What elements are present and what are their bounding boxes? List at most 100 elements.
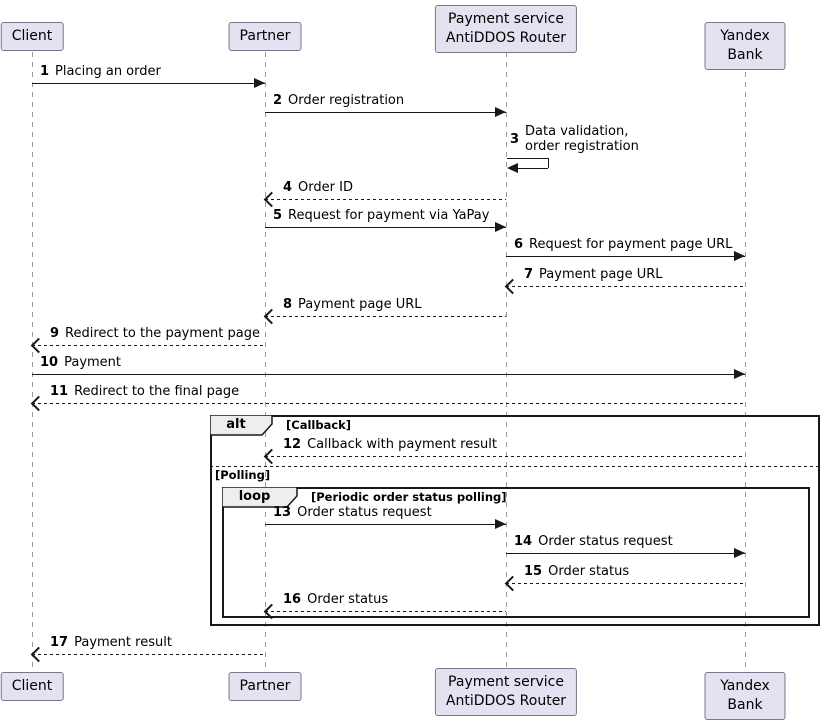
message-3-line-top	[507, 158, 548, 159]
arrowhead-right-icon	[734, 369, 745, 379]
message-number: 10	[40, 355, 59, 370]
message-text: Request for payment via YaPay	[288, 208, 490, 223]
arrowhead-left-icon	[263, 191, 280, 208]
message-15-label: 15 Order status	[524, 564, 629, 579]
message-text: Payment result	[74, 635, 172, 650]
lifeline-payment	[506, 52, 507, 672]
message-text: Payment	[64, 355, 122, 370]
participant-client-top: Client	[0, 22, 64, 51]
arrowhead-left-icon	[504, 278, 521, 295]
message-2-line	[265, 112, 506, 113]
message-5-label: 5 Request for payment via YaPay	[273, 208, 489, 223]
lifeline-client	[32, 52, 33, 672]
message-number: 4	[283, 180, 293, 195]
arrowhead-right-icon	[254, 78, 265, 88]
message-text: Request for payment page URL	[529, 237, 733, 252]
message-6-line	[506, 256, 745, 257]
frame-alt-label: alt	[226, 417, 246, 432]
message-12-label: 12 Callback with payment result	[283, 437, 497, 452]
message-9-label: 9 Redirect to the payment page	[50, 326, 260, 341]
message-text: Redirect to the final page	[74, 384, 240, 399]
message-7-line	[506, 286, 745, 287]
message-text: Order status	[307, 592, 389, 607]
message-14-label: 14 Order status request	[514, 534, 673, 549]
message-text: Order registration	[288, 93, 405, 108]
message-4-label: 4 Order ID	[283, 180, 353, 195]
message-text: Order status	[548, 564, 630, 579]
message-text: Callback with payment result	[307, 437, 497, 452]
message-number: 17	[50, 635, 69, 650]
message-text: Order status request	[538, 534, 673, 549]
message-11-line	[32, 403, 745, 404]
participant-client-bottom: Client	[0, 672, 64, 701]
alt-divider-label: [Polling]	[215, 468, 271, 482]
message-10-line	[32, 374, 745, 375]
message-1-line	[32, 83, 265, 84]
message-number: 1	[40, 64, 50, 79]
message-17-label: 17 Payment result	[50, 635, 172, 650]
arrowhead-right-icon	[495, 222, 506, 232]
participant-payment-bottom: Payment service AntiDDOS Router	[434, 668, 578, 716]
message-3-label: 3 Data validation, order registration	[510, 124, 639, 154]
message-4-line	[265, 199, 506, 200]
message-14-line	[506, 553, 745, 554]
message-text: Order status request	[297, 505, 432, 520]
arrowhead-right-icon	[734, 251, 745, 261]
message-number: 8	[283, 297, 293, 312]
message-number: 11	[50, 384, 69, 399]
alt-divider-line	[210, 466, 820, 467]
frame-alt-condition: [Callback]	[286, 418, 352, 432]
message-number: 15	[524, 564, 543, 579]
arrowhead-left-icon	[30, 646, 47, 663]
message-number: 6	[514, 237, 524, 252]
message-7-label: 7 Payment page URL	[524, 267, 662, 282]
frame-alt-tab	[209, 414, 273, 440]
message-13-label: 13 Order status request	[273, 505, 432, 520]
arrowhead-right-icon	[495, 519, 506, 529]
participant-payment-top: Payment service AntiDDOS Router	[434, 5, 578, 53]
message-number: 9	[50, 326, 60, 341]
message-16-line	[265, 611, 506, 612]
participant-yandex-bottom: Yandex Bank	[704, 672, 786, 720]
message-text: Order ID	[298, 180, 353, 195]
arrowhead-left-icon	[263, 308, 280, 325]
message-number: 16	[283, 592, 302, 607]
message-9-line	[32, 345, 265, 346]
message-number: 14	[514, 534, 533, 549]
arrowhead-right-icon	[734, 548, 745, 558]
message-3-line-right	[548, 158, 549, 168]
message-number: 5	[273, 208, 283, 223]
message-13-line	[265, 524, 506, 525]
arrowhead-left-icon	[30, 395, 47, 412]
arrowhead-left-icon	[30, 337, 47, 354]
frame-loop-tab	[221, 486, 298, 512]
arrowhead-right-icon	[495, 107, 506, 117]
message-text: Redirect to the payment page	[65, 326, 260, 341]
message-12-line	[265, 456, 745, 457]
arrowhead-left-icon	[507, 163, 518, 173]
message-number: 13	[273, 505, 292, 520]
message-number: 7	[524, 267, 534, 282]
frame-loop	[222, 487, 810, 618]
frame-loop-label: loop	[238, 489, 271, 504]
message-text: Placing an order	[55, 64, 161, 79]
message-10-label: 10 Payment	[40, 355, 121, 370]
frame-loop-condition: [Periodic order status polling]	[311, 490, 507, 504]
lifeline-partner	[265, 52, 266, 672]
message-1-label: 1 Placing an order	[40, 64, 161, 79]
message-8-label: 8 Payment page URL	[283, 297, 421, 312]
message-text: Data validation, order registration	[525, 124, 639, 154]
message-16-label: 16 Order status	[283, 592, 388, 607]
participant-partner-bottom: Partner	[228, 672, 302, 701]
frame-alt	[210, 415, 820, 626]
message-text: Payment page URL	[539, 267, 663, 282]
message-number: 3	[510, 131, 520, 147]
message-6-label: 6 Request for payment page URL	[514, 237, 732, 252]
message-8-line	[265, 316, 506, 317]
message-17-line	[32, 654, 265, 655]
message-text: Payment page URL	[298, 297, 422, 312]
message-number: 12	[283, 437, 302, 452]
message-3-line-bottom	[518, 168, 548, 169]
